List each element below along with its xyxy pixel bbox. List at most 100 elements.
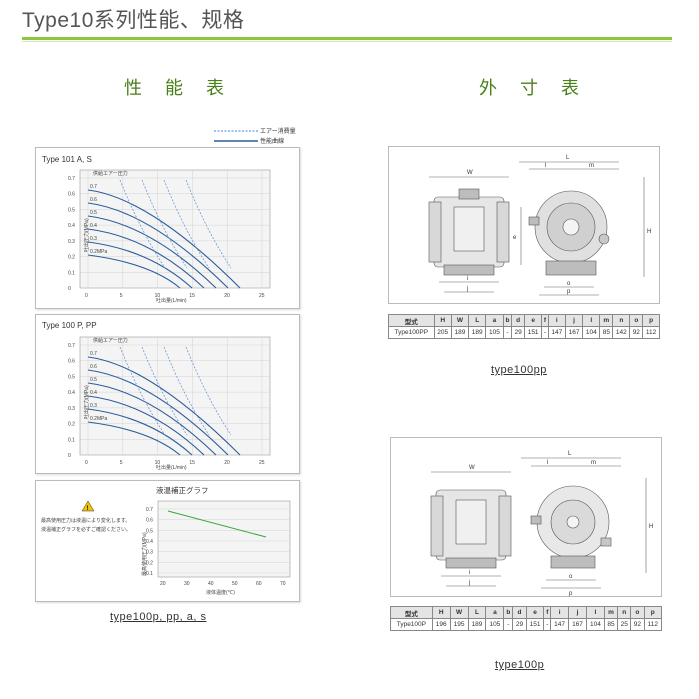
spec-value-cell: 196	[431, 618, 451, 631]
dimensions-heading: 外 寸 表	[479, 78, 589, 98]
performance-heading: 性 能 表	[124, 78, 234, 98]
chart3-xtick: 60	[256, 581, 262, 587]
spec-header-cell: a	[485, 606, 505, 619]
svg-text:L: L	[568, 451, 572, 457]
svg-text:l: l	[545, 163, 546, 169]
spec-value-cell: Type100P	[390, 618, 433, 631]
chart1-air-curve	[119, 179, 166, 269]
spec-header-cell: j	[568, 606, 587, 619]
chart1-curve-label: 0.3	[90, 236, 97, 242]
spec-header-cell: L	[467, 606, 487, 619]
chart2-curve-label: 0.7	[90, 351, 97, 357]
legend-air-label: エアー消費量	[260, 127, 296, 135]
legend-perf-label: 性能曲線	[260, 137, 284, 145]
spec-header-cell: d	[511, 314, 526, 327]
chart1-curve-label: 0.5	[90, 210, 97, 216]
chart2-curve-label: 0.2MPa	[90, 416, 107, 422]
spec-header-cell: n	[617, 606, 632, 619]
chart2-ytick: 0	[68, 453, 71, 459]
chart2-air-curve	[163, 346, 210, 436]
chart1-air-curve	[185, 179, 232, 269]
spec-header-cell: H	[431, 606, 451, 619]
pump-side-view-2	[530, 485, 612, 569]
chart3-note-line1: 最高使用圧力は液温により変化します。	[41, 517, 130, 524]
chart2-perf-curve	[87, 382, 217, 456]
chart1-ytick: 0.2	[68, 255, 75, 261]
chart1-ytick: 0.4	[68, 223, 75, 229]
svg-text:e: e	[513, 235, 517, 241]
spec-value-cell: 189	[450, 326, 470, 339]
spec-value-cell: 142	[612, 326, 631, 339]
chart3-xtick: 40	[208, 581, 214, 587]
chart1-xtick: 15	[189, 293, 195, 299]
warning-icon	[81, 500, 95, 512]
svg-text:j: j	[468, 580, 470, 586]
spec-header-cell: p	[643, 606, 663, 619]
spec-value-cell: 104	[582, 326, 601, 339]
chart2-ytick: 0.4	[68, 390, 75, 396]
spec-value-cell: 167	[564, 326, 584, 339]
chart2-ylabel: 吐出圧力(MPa)	[83, 385, 90, 419]
chart1-title: Type 101 A, S	[42, 155, 92, 164]
spec-value-cell: -	[541, 326, 549, 339]
chart2-ytick: 0.3	[68, 406, 75, 412]
svg-text:W: W	[467, 170, 473, 176]
chart2-perf-curve	[87, 369, 229, 456]
chart2-perf-curve	[87, 421, 181, 456]
spec-value-cell: 195	[449, 618, 469, 631]
spec-value-cell: 189	[467, 618, 487, 631]
spec-value-cell: 151	[524, 326, 543, 339]
spec-header-cell: l	[585, 606, 605, 619]
spec-value-cell: 112	[642, 326, 660, 339]
chart2-curve-label: 0.4	[90, 390, 97, 396]
chart3-ylabel: 最高使用圧力(MPa)	[141, 532, 148, 576]
svg-text:L: L	[566, 155, 570, 161]
chart1-air-curve	[163, 179, 210, 269]
spec-value-cell: 112	[643, 618, 663, 631]
spec-value-cell: 205	[433, 326, 452, 339]
spec-value-cell: 105	[485, 618, 505, 631]
chart1-xlabel: 吐出量(L/min)	[156, 297, 187, 304]
chart3-ytick: 0.3	[146, 550, 153, 556]
dimension-drawing-100pp: W L l m H e i j o p	[388, 146, 660, 304]
chart3-ytick: 0.2	[146, 560, 153, 566]
chart2-air-curve	[185, 346, 232, 436]
spec-value-cell: 189	[468, 326, 487, 339]
svg-text:i: i	[469, 570, 470, 576]
chart2-air-curve	[119, 346, 166, 436]
spec-header-cell: d	[512, 606, 527, 619]
chart2-curve-label: 0.3	[90, 403, 97, 409]
spec-header-cell: o	[629, 314, 644, 327]
type100p-link[interactable]: type100p	[495, 659, 545, 671]
chart2-ytick: 0.7	[68, 343, 75, 349]
spec-value-cell: 85	[603, 618, 619, 631]
chart1-perf-curve	[87, 228, 205, 289]
spec-header-cell: m	[603, 606, 619, 619]
chart1-xtick: 25	[259, 293, 265, 299]
title-divider-light	[22, 41, 672, 42]
title-divider	[22, 37, 672, 40]
spec-value-cell: 29	[512, 618, 527, 631]
chart2-ytick: 0.5	[68, 374, 75, 380]
svg-text:i: i	[467, 276, 468, 282]
type100pp-link[interactable]: type100pp	[491, 364, 547, 376]
chart2-xtick: 20	[224, 460, 230, 466]
spec-header-cell: l	[582, 314, 601, 327]
chart3-xtick: 20	[160, 581, 166, 587]
svg-text:o: o	[569, 574, 573, 580]
chart2-xtick: 5	[120, 460, 123, 466]
chart2-curve-label: 0.6	[90, 364, 97, 370]
chart2-pressure-label: 供給エアー圧力	[93, 337, 128, 344]
chart1-curve-label: 0.2MPa	[90, 249, 107, 255]
spec-value-cell: 147	[550, 618, 570, 631]
chart1-perf-curve	[87, 241, 193, 289]
chart1-ytick: 0.7	[68, 176, 75, 182]
chart1-air-curve	[141, 179, 188, 269]
chart1-curve-label: 0.6	[90, 197, 97, 203]
chart1-ylabel: 吐出圧力(MPa)	[83, 218, 90, 252]
spec-value-cell: -	[503, 618, 514, 631]
chart1-ytick: 0.3	[68, 239, 75, 245]
chart2-perf-curve	[87, 356, 241, 456]
performance-caption-link[interactable]: type100p, pp, a, s	[110, 611, 207, 623]
